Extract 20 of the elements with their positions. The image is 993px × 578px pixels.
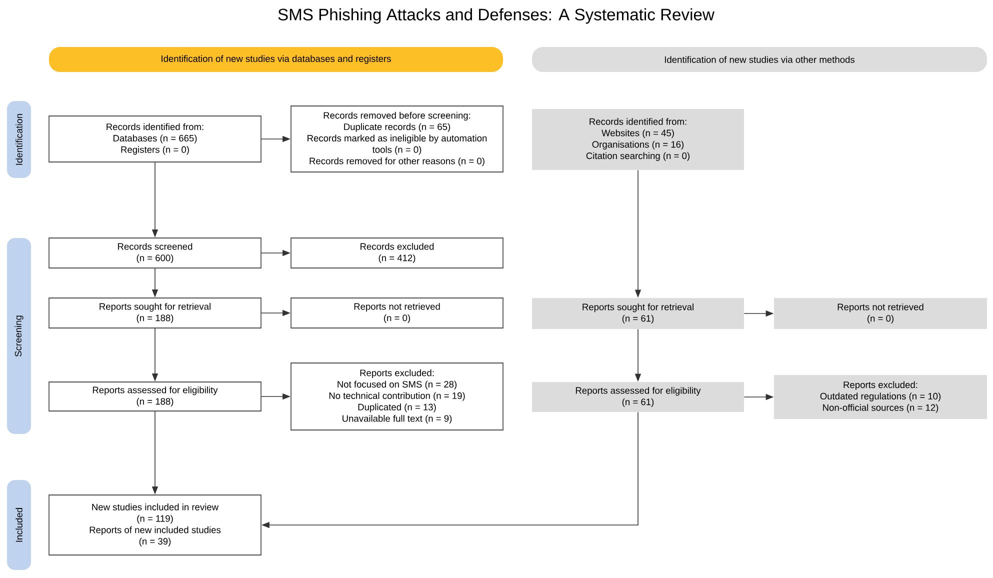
phase-band: Screening — [7, 238, 31, 434]
header-band: Identification of new studies via other methods — [532, 47, 987, 72]
process-box: Reports assessed for eligibility (n = 61) — [532, 382, 744, 412]
process-box: Records identified from: Databases (n = 665) Registers (n = 0) — [48, 116, 262, 162]
process-box: Reports assessed for eligibility (n = 188) — [48, 382, 262, 412]
process-box: Reports excluded: Outdated regulations (n = 10) Non-official sources (n = 12) — [774, 375, 987, 419]
process-box: Records identified from: Websites (n = 45) Organisations (n = 16) Citation searching (n = 0) — [532, 109, 744, 170]
process-box: Records screened (n = 600) — [48, 238, 262, 268]
process-box: Reports excluded: Not focused on SMS (n = 28) No technical contribution (n = 19) Duplicated (n = 13) Unavailable full text (n = 9) — [290, 362, 504, 430]
phase-band: Identification — [7, 101, 31, 178]
process-box: Reports not retrieved (n = 0) — [774, 298, 987, 329]
process-box: Reports sought for retrieval (n = 61) — [532, 298, 744, 329]
process-box: Reports sought for retrieval (n = 188) — [48, 298, 262, 328]
title: SMS Phishing Attacks and Defenses: A Systematic Review — [278, 8, 714, 24]
process-box: Reports not retrieved (n = 0) — [290, 298, 504, 328]
process-box: New studies included in review (n = 119) Reports of new included studies (n = 39) — [48, 494, 262, 556]
process-box: Records excluded (n = 412) — [290, 238, 504, 268]
header-band: Identification of new studies via databases and registers — [49, 47, 503, 72]
process-box: Records removed before screening: Duplicate records (n = 65) Records marked as ineligible by automation tools (n = 0) Records removed for other reasons (n = 0) — [290, 106, 504, 172]
phase-band: Included — [7, 480, 31, 570]
